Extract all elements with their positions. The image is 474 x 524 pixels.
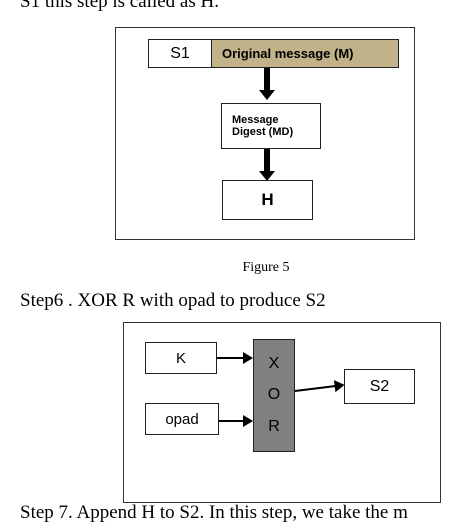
arrow-opad-to-xor (219, 415, 253, 427)
xor-letter-o: O (267, 386, 281, 404)
original-message-label: Original message (M) (222, 46, 354, 61)
step6-text: Step6 . XOR R with opad to produce S2 (20, 290, 326, 311)
step7-text: Step 7. Append H to S2. In this step, we… (20, 502, 408, 523)
s1-label: S1 (170, 44, 190, 62)
xor-box: X O R (253, 339, 295, 452)
md-label-line1: Message (232, 114, 279, 126)
arrow-md-to-h (259, 149, 275, 181)
arrow-k-to-xor (217, 352, 253, 364)
s2-label: S2 (369, 377, 390, 395)
xor-letter-x: X (268, 354, 280, 372)
h-label: H (261, 190, 274, 209)
opad-box: opad (145, 403, 219, 435)
h-box: H (222, 180, 313, 220)
original-message-box: Original message (M) (211, 39, 399, 68)
message-digest-box: Message Digest (MD) (221, 103, 321, 149)
k-label: K (175, 349, 186, 367)
opad-label: opad (165, 410, 199, 428)
s2-box: S2 (344, 369, 415, 404)
k-box: K (145, 342, 217, 374)
arrow-m-to-md (259, 68, 275, 100)
figure-5-caption: Figure 5 (242, 260, 290, 275)
top-text-line: S1 this step is called as H. (20, 0, 219, 12)
s1-box: S1 (148, 39, 212, 68)
xor-letter-r: R (268, 418, 280, 436)
md-label-line2: Digest (MD) (232, 126, 294, 138)
